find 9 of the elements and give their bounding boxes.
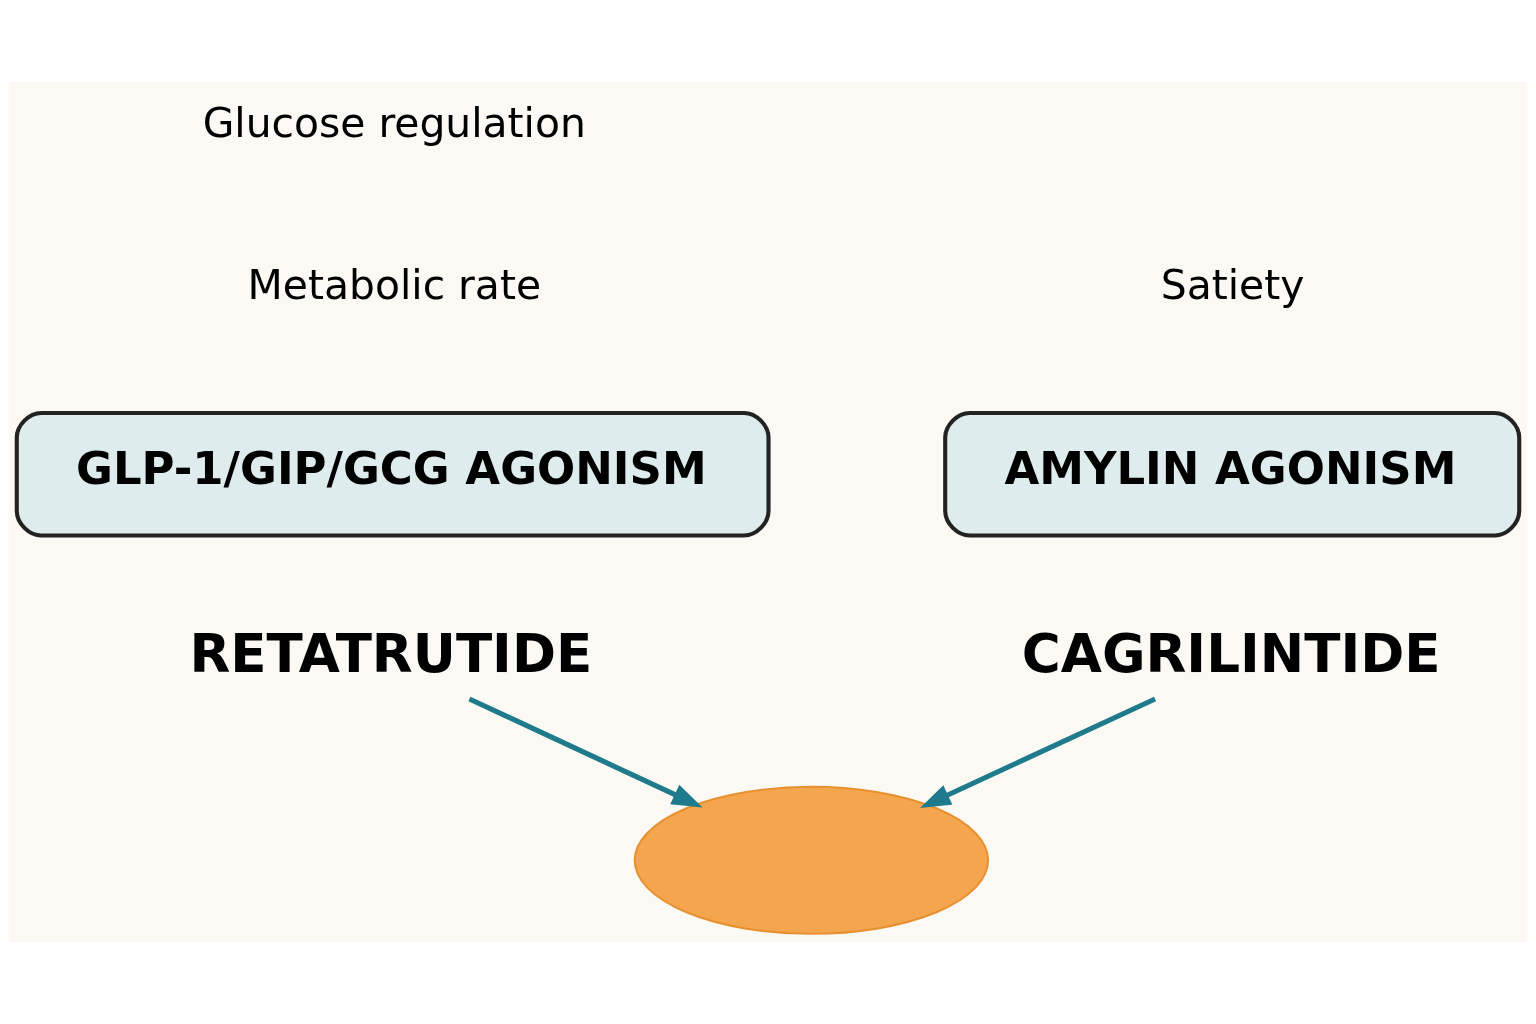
arrow [468, 696, 703, 808]
label: Glucose regulation [202, 99, 586, 148]
node-box: AMYLIN AGONISM [943, 410, 1522, 538]
node-box: GLP-1/GIP/GCG AGONISM [14, 410, 771, 538]
label: Satiety [1160, 260, 1305, 309]
label: Metabolic rate [247, 260, 542, 309]
node-text: RETATRUTIDE [189, 622, 593, 685]
node-text: CAGRILINTIDE [1021, 622, 1441, 685]
arrow [920, 696, 1157, 808]
